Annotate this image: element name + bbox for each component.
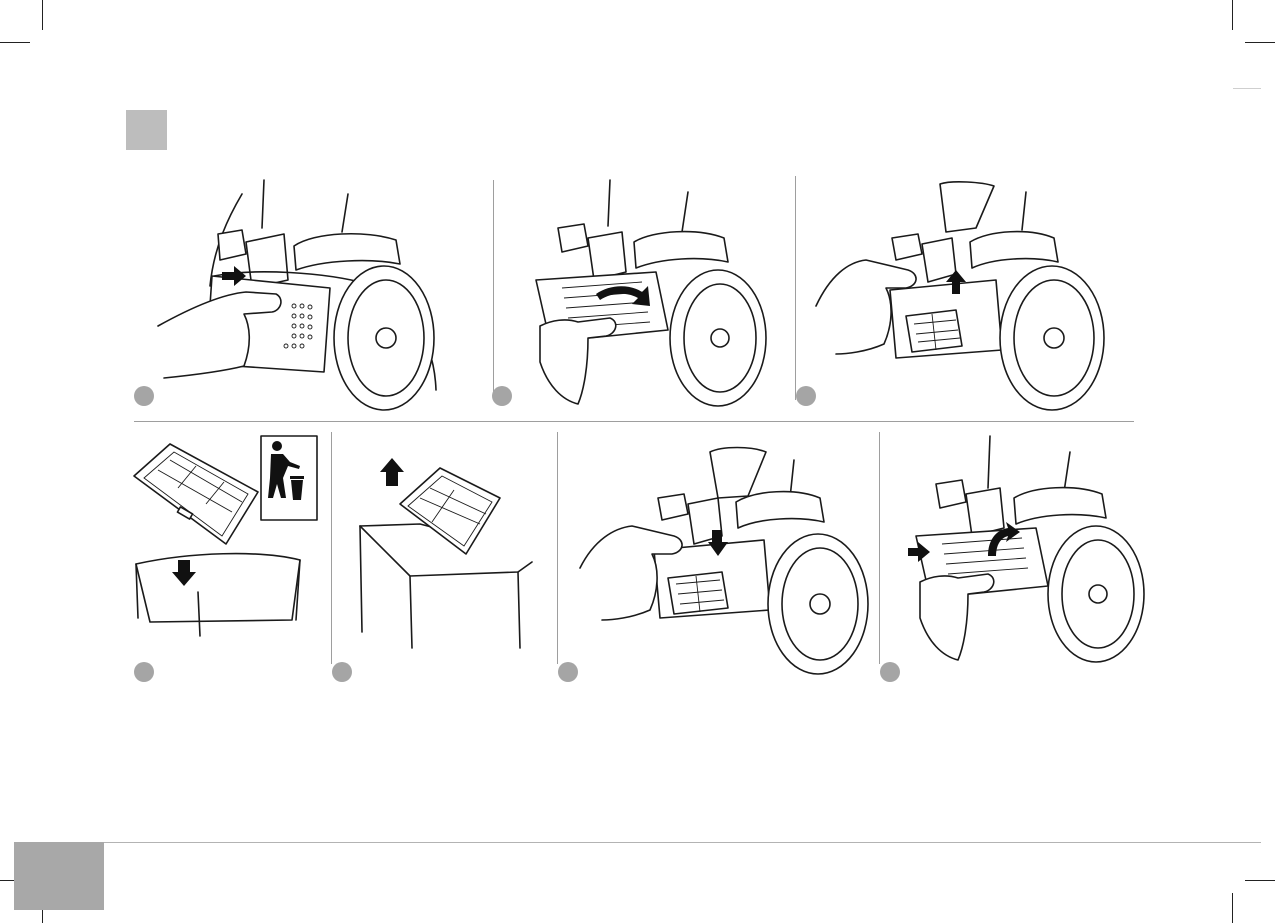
- step-number-badge: [134, 662, 154, 682]
- crop-mark: [1232, 0, 1233, 30]
- step-number-badge: [796, 386, 816, 406]
- crop-mark: [1245, 880, 1275, 881]
- crop-mark: [42, 0, 43, 30]
- step-6-illustration: [558, 432, 873, 682]
- step-number-badge: [332, 662, 352, 682]
- step-number-badge: [492, 386, 512, 406]
- step-1-illustration: [134, 176, 484, 416]
- crop-mark: [0, 42, 30, 43]
- crop-mark: [1232, 893, 1233, 923]
- step-4-illustration: [130, 432, 325, 682]
- step-7-illustration: [880, 432, 1145, 682]
- arrow-up-icon: [380, 458, 404, 486]
- step-5-illustration: [332, 432, 554, 682]
- step-number-badge: [134, 386, 154, 406]
- step-2-illustration: [492, 176, 792, 416]
- crop-mark: [1245, 42, 1275, 43]
- page-tab: [14, 842, 104, 910]
- footer-rule: [104, 842, 1261, 843]
- step-number-badge: [558, 662, 578, 682]
- row-divider: [134, 421, 1134, 422]
- step-number-badge: [880, 662, 900, 682]
- step-3-illustration: [796, 176, 1126, 416]
- margin-mark: [1233, 88, 1261, 89]
- section-marker: [126, 110, 167, 150]
